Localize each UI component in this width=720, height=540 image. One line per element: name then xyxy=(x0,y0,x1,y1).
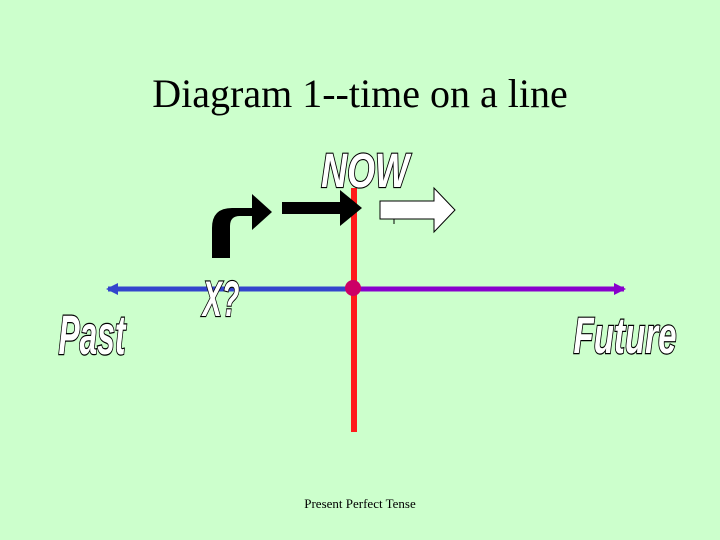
now-label: NOW xyxy=(321,144,412,198)
outline-arrow-icon xyxy=(379,186,456,234)
straight-arrow-icon xyxy=(282,190,362,226)
question-label: X? xyxy=(201,271,239,327)
past-label: Past xyxy=(59,304,127,367)
future-label: Future xyxy=(573,308,676,365)
curved-arrow-icon xyxy=(212,194,272,258)
now-dot xyxy=(345,280,361,296)
footer-caption: Present Perfect Tense xyxy=(304,496,416,511)
diagram-title: Diagram 1--time on a line xyxy=(152,71,568,116)
